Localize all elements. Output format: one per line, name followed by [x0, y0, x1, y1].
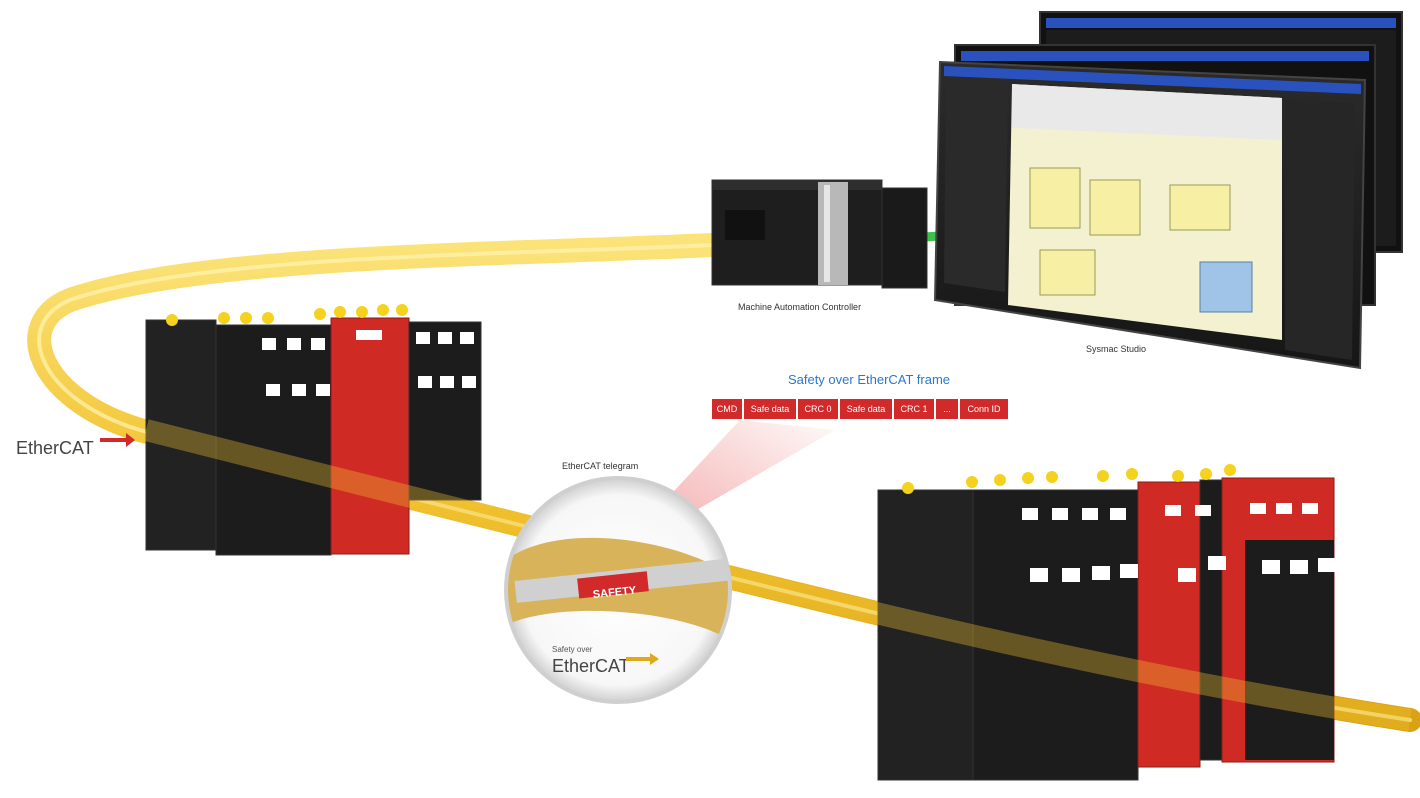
frame-field-ellipsis: ...	[936, 399, 958, 419]
telegram-magnifier: SAFETY	[504, 476, 732, 704]
frame-field-crc: CRC 1	[894, 399, 934, 419]
safety-telegram-label: SAFETY	[592, 584, 637, 601]
ethercat-logo-text: EtherCAT	[16, 438, 94, 458]
right-io-rack	[877, 464, 1336, 781]
monitor-front	[933, 60, 1367, 370]
ethercat-arrow-icon	[626, 653, 659, 665]
frame-field-safe-data: Safe data	[744, 399, 796, 419]
frame-title: Safety over EtherCAT frame	[787, 372, 951, 387]
safety-frame: CMD Safe data CRC 0 Safe data CRC 1 ... …	[712, 399, 1008, 419]
frame-field-safe-data: Safe data	[840, 399, 892, 419]
controller-label: Machine Automation Controller	[738, 302, 862, 312]
frame-field-cmd: CMD	[712, 399, 742, 419]
frame-field-crc: CRC 0	[798, 399, 838, 419]
ethercat-logo-left: EtherCAT	[16, 438, 94, 459]
studio-label: Sysmac Studio	[1086, 344, 1147, 354]
controller-unit	[711, 179, 928, 289]
ethercat-logo-text: EtherCAT	[552, 656, 630, 676]
telegram-label: EtherCAT telegram	[562, 461, 639, 471]
left-io-rack	[145, 304, 482, 556]
safety-over-label: Safety over	[552, 645, 593, 654]
ethercat-logo-lens: EtherCAT	[552, 656, 630, 677]
ethercat-arrow-icon	[100, 433, 135, 447]
frame-field-conn-id: Conn ID	[960, 399, 1008, 419]
